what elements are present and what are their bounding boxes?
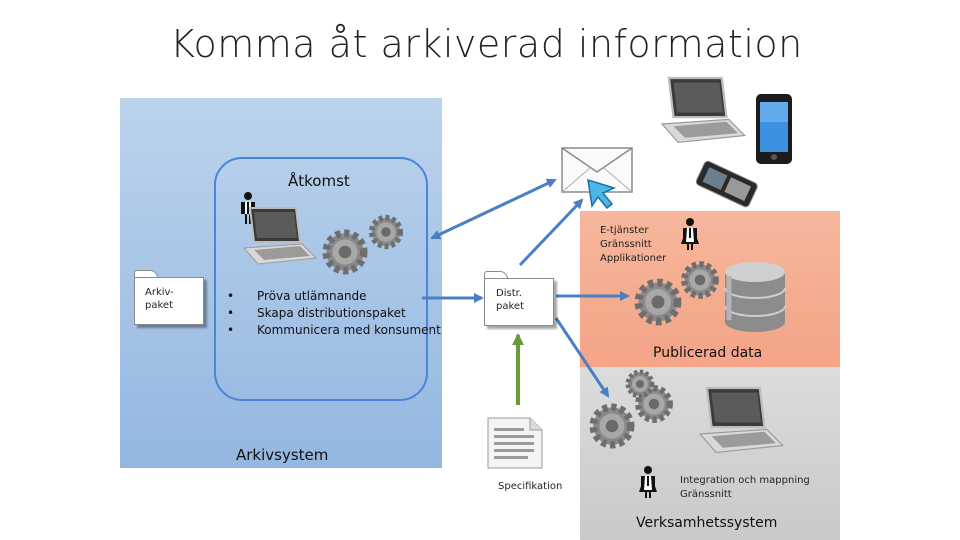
arrow-distr-verk [554,317,610,398]
distr-folder-tab [484,271,508,280]
laptop-icon [243,207,317,265]
bullet-kommunicera: Kommunicera med konsument [227,322,441,339]
atkomst-label: Åtkomst [288,172,350,190]
cursor-icon [587,178,617,210]
distrpaket-folder: Distr. paket [484,278,554,326]
person-icon [639,466,657,498]
integration-text: Integration och mappning Gränssnitt [680,474,810,502]
laptop-icon [660,76,746,144]
arkivpaket-line1: Arkiv- [145,287,174,298]
person-icon [681,218,699,250]
service-etjanster: E-tjänster [600,225,649,236]
specifikation-label: Specifikation [498,481,563,492]
bullet-prova-utlamnande: Pröva utlämnande [227,288,441,305]
services-list: E-tjänster Gränssnitt Applikationer [600,224,666,266]
arkivpaket-folder-tab [134,270,158,279]
service-applikationer: Applikationer [600,253,667,264]
service-granssnitt: Gränssnitt [600,239,652,250]
granssnitt-line: Gränssnitt [680,489,732,500]
distrpaket-line2: paket [496,301,524,312]
laptop-icon [698,386,784,454]
publicerad-data-label: Publicerad data [653,345,763,361]
gears-icon [326,218,400,271]
arkivsystem-label: Arkivsystem [236,446,329,464]
arkivpaket-line2: paket [145,300,173,311]
atkomst-bullet-list: Pröva utlämnande Skapa distributionspake… [227,288,441,339]
smartphone-icon [756,94,792,164]
arrow-distr-envelope [518,198,584,267]
verksamhetssystem-label: Verksamhetssystem [636,515,778,531]
integration-line: Integration och mappning [680,475,810,486]
bullet-skapa-distributionspaket: Skapa distributionspaket [227,305,441,322]
document-icon [487,417,543,469]
database-icon [724,262,786,332]
arkivpaket-folder: Arkiv- paket [134,277,204,325]
distrpaket-line1: Distr. [496,288,522,299]
mobile-phone-icon [695,160,758,208]
arrow-atkomst-envelope [430,178,557,240]
gears-icon [639,264,716,321]
atkomst-box [214,157,428,401]
page-title: Komma åt arkiverad information [170,22,803,66]
gears-icon [593,372,670,445]
